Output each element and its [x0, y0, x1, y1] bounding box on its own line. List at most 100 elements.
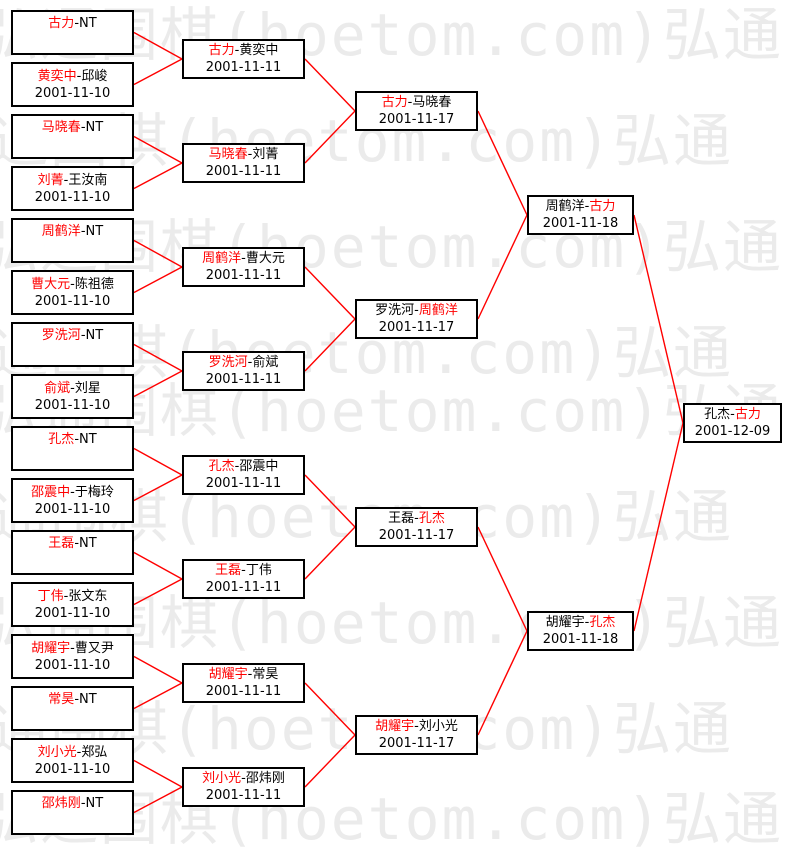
vs-separator: -: [414, 719, 419, 734]
match-players: 刘菁-王汝南: [38, 172, 108, 189]
vs-separator: -: [234, 43, 240, 58]
player-2-name: 于梅玲: [74, 484, 114, 500]
player-1-name: 曹大元: [31, 276, 71, 292]
player-1-name: 俞斌: [44, 380, 71, 396]
match-players: 罗洗河-NT: [42, 327, 103, 344]
bracket-connector: [304, 734, 356, 788]
vs-separator: -: [241, 251, 246, 266]
vs-separator: -: [247, 667, 253, 682]
match-date: 2001-11-11: [205, 164, 282, 179]
player-2-name: 俞斌: [252, 355, 279, 370]
player-1-name: 马晓春: [41, 120, 81, 135]
vs-separator: -: [584, 615, 590, 630]
match-players: 黄奕中-邱峻: [38, 68, 108, 85]
bracket-connector: [133, 474, 183, 502]
player-1-name: 邵炜刚: [41, 796, 81, 811]
match-date: 2001-11-10: [34, 293, 111, 309]
bracket-connector: [477, 110, 528, 216]
vs-separator: -: [70, 640, 75, 656]
match-box-round1-1: 古力-NT: [11, 10, 134, 55]
match-date: 2001-11-18: [542, 216, 619, 231]
match-date: 2001-11-17: [378, 320, 455, 335]
vs-separator: -: [74, 16, 80, 31]
bracket-connector: [133, 578, 183, 606]
bracket-connector: [133, 162, 183, 190]
player-2-name: 刘星: [74, 380, 101, 396]
player-1-name: 孔杰: [704, 407, 731, 422]
match-date: 2001-11-10: [34, 605, 111, 621]
vs-separator: -: [76, 744, 82, 760]
match-players: 古力-马晓春: [382, 94, 452, 111]
player-2-name: NT: [79, 536, 97, 551]
bracket-connector: [133, 266, 183, 294]
player-2-name: 曹大元: [245, 251, 285, 266]
match-date: 2001-11-17: [378, 736, 455, 751]
match-players: 周鹤洋-曹大元: [202, 250, 285, 267]
match-date: 2001-11-11: [205, 372, 282, 387]
player-2-name: 邱峻: [81, 68, 108, 84]
match-box-round1-11: 王磊-NT: [11, 530, 134, 575]
match-players: 古力-NT: [48, 15, 96, 32]
match-players: 胡耀宇-孔杰: [546, 614, 616, 631]
player-1-name: 刘小光: [37, 744, 77, 760]
player-2-name: NT: [79, 692, 97, 707]
match-date: 2001-12-09: [694, 424, 771, 439]
vs-separator: -: [584, 199, 590, 214]
player-2-name: 邵炜刚: [245, 771, 285, 786]
player-2-name: NT: [79, 432, 97, 447]
match-box-round1-14: 常昊-NT: [11, 686, 134, 731]
player-2-name: NT: [85, 796, 104, 811]
player-1-name: 古力: [48, 16, 75, 31]
match-players: 刘小光-郑弘: [38, 744, 108, 761]
player-2-name: 常昊: [252, 667, 279, 682]
vs-separator: -: [241, 563, 246, 578]
player-1-name: 马晓春: [208, 147, 248, 162]
player-2-name: 王汝南: [68, 172, 108, 188]
bracket-connector: [133, 370, 183, 398]
match-players: 王磊-孔杰: [388, 510, 445, 527]
vs-separator: -: [407, 95, 413, 110]
player-2-name: 周鹤洋: [418, 303, 458, 318]
vs-separator: -: [74, 536, 80, 551]
bracket-connector: [133, 682, 183, 710]
bracket-connector: [133, 786, 183, 814]
player-1-name: 古力: [208, 43, 235, 58]
match-players: 常昊-NT: [48, 691, 96, 708]
bracket-connector: [133, 655, 183, 684]
player-2-name: 张文东: [68, 588, 108, 604]
match-date: 2001-11-10: [34, 501, 111, 517]
match-players: 罗洗河-周鹤洋: [375, 302, 458, 319]
player-2-name: 丁伟: [245, 563, 272, 578]
match-players: 王磊-丁伟: [215, 562, 272, 579]
vs-separator: -: [241, 771, 246, 786]
match-date: 2001-11-11: [205, 268, 282, 283]
player-2-name: 邵震中: [239, 459, 279, 474]
match-date: 2001-11-11: [205, 684, 282, 699]
player-1-name: 胡耀宇: [375, 719, 415, 734]
player-1-name: 周鹤洋: [545, 199, 585, 214]
bracket-connector: [477, 630, 528, 736]
vs-separator: -: [80, 328, 86, 343]
bracket-connector: [133, 239, 183, 268]
player-1-name: 周鹤洋: [41, 224, 81, 239]
match-box-round1-5: 周鹤洋-NT: [11, 218, 134, 263]
player-2-name: 古力: [589, 199, 616, 214]
bracket-connector: [633, 422, 684, 632]
match-box-round1-9: 孔杰-NT: [11, 426, 134, 471]
match-box-round1-7: 罗洗河-NT: [11, 322, 134, 367]
bracket-connector: [304, 474, 356, 528]
bracket-connector: [477, 214, 528, 320]
bracket-connector: [133, 31, 183, 60]
match-players: 刘小光-邵炜刚: [202, 770, 285, 787]
